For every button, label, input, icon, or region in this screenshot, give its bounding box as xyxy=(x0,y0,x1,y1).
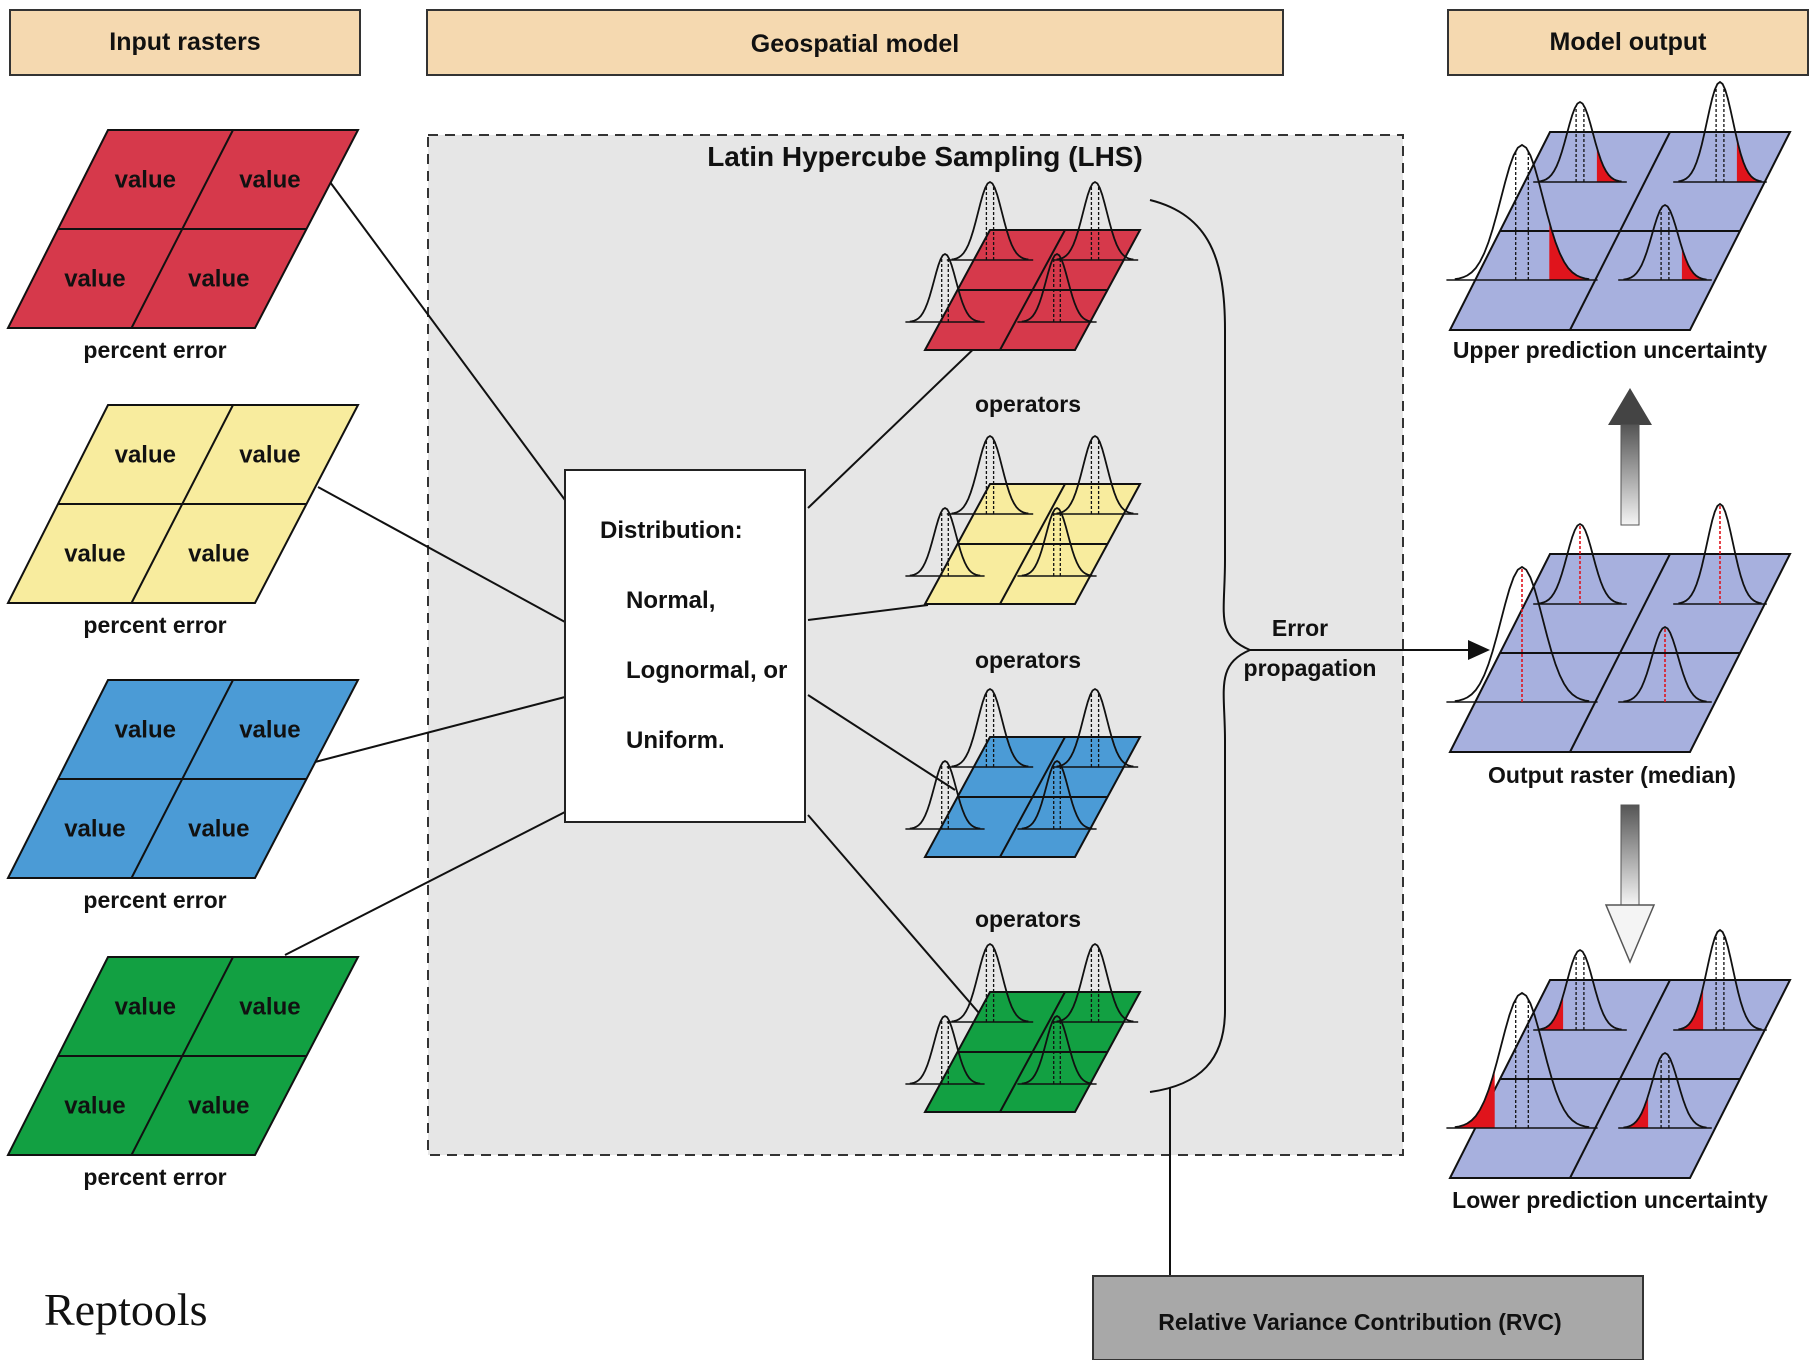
sample-rasters xyxy=(905,180,1142,1113)
distribution-curve xyxy=(1618,1051,1712,1129)
error-label: Error xyxy=(1272,615,1328,641)
input-connectors xyxy=(284,181,566,956)
distribution-curve xyxy=(1051,942,1139,1023)
sample-raster-green xyxy=(905,942,1142,1113)
distribution-curve xyxy=(1446,143,1598,281)
distribution-uniform: Uniform. xyxy=(626,727,725,754)
distribution-curve xyxy=(905,1014,985,1085)
distribution-curve xyxy=(1051,180,1139,261)
cell-value-label: value xyxy=(115,717,176,744)
sample-raster-blue xyxy=(905,687,1142,858)
distribution-curve xyxy=(905,506,985,577)
brand-label: Reptools xyxy=(44,1284,208,1335)
distribution-box: Distribution: Normal, Lognormal, or Unif… xyxy=(564,469,806,823)
distribution-curve xyxy=(1446,991,1598,1129)
operators-label-2: operators xyxy=(975,647,1081,673)
cell-value-label: value xyxy=(188,266,249,293)
percent-error-label: percent error xyxy=(83,612,226,638)
error-propagation-arrow xyxy=(1250,640,1490,660)
output-raster-median xyxy=(1446,502,1792,753)
cell-value-label: value xyxy=(239,994,300,1021)
header-input-rasters-label: Input rasters xyxy=(109,28,260,56)
rvc-box: Relative Variance Contribution (RVC) xyxy=(1092,1275,1644,1360)
percent-error-label: percent error xyxy=(83,337,226,363)
distribution-curve xyxy=(946,942,1034,1023)
rvc-label: Relative Variance Contribution (RVC) xyxy=(1158,1309,1561,1335)
cell-value-label: value xyxy=(115,442,176,469)
median-output-label: Output raster (median) xyxy=(1488,762,1736,788)
sample-raster-red xyxy=(905,180,1142,351)
output-raster-upper xyxy=(1446,80,1792,331)
percent-error-label: percent error xyxy=(83,1164,226,1190)
cell-value-label: value xyxy=(64,816,125,843)
sample-connectors xyxy=(807,337,986,1021)
header-model-output: Model output xyxy=(1447,9,1809,76)
output-raster-lower xyxy=(1446,928,1792,1179)
lhs-title: Latin Hypercube Sampling (LHS) xyxy=(707,141,1143,172)
distribution-curve xyxy=(905,759,985,830)
lower-uncertainty-label: Lower prediction uncertainty xyxy=(1452,1187,1768,1213)
cell-value-label: value xyxy=(64,1093,125,1120)
cell-value-label: value xyxy=(188,1093,249,1120)
propagation-label: propagation xyxy=(1244,655,1377,681)
distribution-curve xyxy=(1017,1014,1097,1085)
operators-label-3: operators xyxy=(975,906,1081,932)
input-raster-blue: value value value value percent error xyxy=(6,679,360,913)
header-input-rasters: Input rasters xyxy=(9,9,361,76)
distribution-curve xyxy=(905,252,985,323)
cell-value-label: value xyxy=(239,442,300,469)
cell-value-label: value xyxy=(239,717,300,744)
percent-error-label: percent error xyxy=(83,887,226,913)
header-model-output-label: Model output xyxy=(1550,28,1708,56)
distribution-title: Distribution: xyxy=(600,517,743,544)
distribution-curve xyxy=(1673,928,1767,1031)
distribution-curve xyxy=(1017,759,1097,830)
curly-brace xyxy=(1149,199,1253,1093)
arrow-down xyxy=(1604,804,1656,964)
distribution-lognormal: Lognormal, or xyxy=(626,657,787,684)
distribution-curve xyxy=(1051,434,1139,515)
input-raster-green: value value value value percent error xyxy=(6,956,360,1190)
distribution-curve xyxy=(1618,203,1712,281)
header-geospatial-model-label: Geospatial model xyxy=(751,30,959,58)
cell-value-label: value xyxy=(188,816,249,843)
distribution-curve xyxy=(1051,687,1139,768)
cell-value-label: value xyxy=(115,994,176,1021)
distribution-curve xyxy=(1533,100,1627,183)
distribution-curve xyxy=(1446,565,1598,703)
arrow-up xyxy=(1608,388,1652,526)
operators-label-1: operators xyxy=(975,391,1081,417)
distribution-curve xyxy=(1017,252,1097,323)
distribution-curve xyxy=(1673,502,1767,605)
distribution-normal: Normal, xyxy=(626,587,715,614)
cell-value-label: value xyxy=(115,167,176,194)
output-rasters xyxy=(1446,80,1792,1179)
distribution-curve xyxy=(1533,522,1627,605)
input-raster-yellow: value value value value percent error xyxy=(6,404,360,638)
sample-raster-yellow xyxy=(905,434,1142,605)
cell-value-label: value xyxy=(239,167,300,194)
distribution-curve xyxy=(1618,625,1712,703)
cell-value-label: value xyxy=(188,541,249,568)
distribution-curve xyxy=(946,687,1034,768)
input-raster-red: value value value value percent error xyxy=(6,129,360,363)
cell-value-label: value xyxy=(64,541,125,568)
distribution-curve xyxy=(946,434,1034,515)
distribution-curve xyxy=(1533,948,1627,1031)
cell-value-label: value xyxy=(64,266,125,293)
distribution-curve xyxy=(1673,80,1767,183)
distribution-curve xyxy=(1017,506,1097,577)
upper-uncertainty-label: Upper prediction uncertainty xyxy=(1453,337,1768,363)
distribution-curve xyxy=(946,180,1034,261)
header-geospatial-model: Geospatial model xyxy=(426,9,1284,76)
